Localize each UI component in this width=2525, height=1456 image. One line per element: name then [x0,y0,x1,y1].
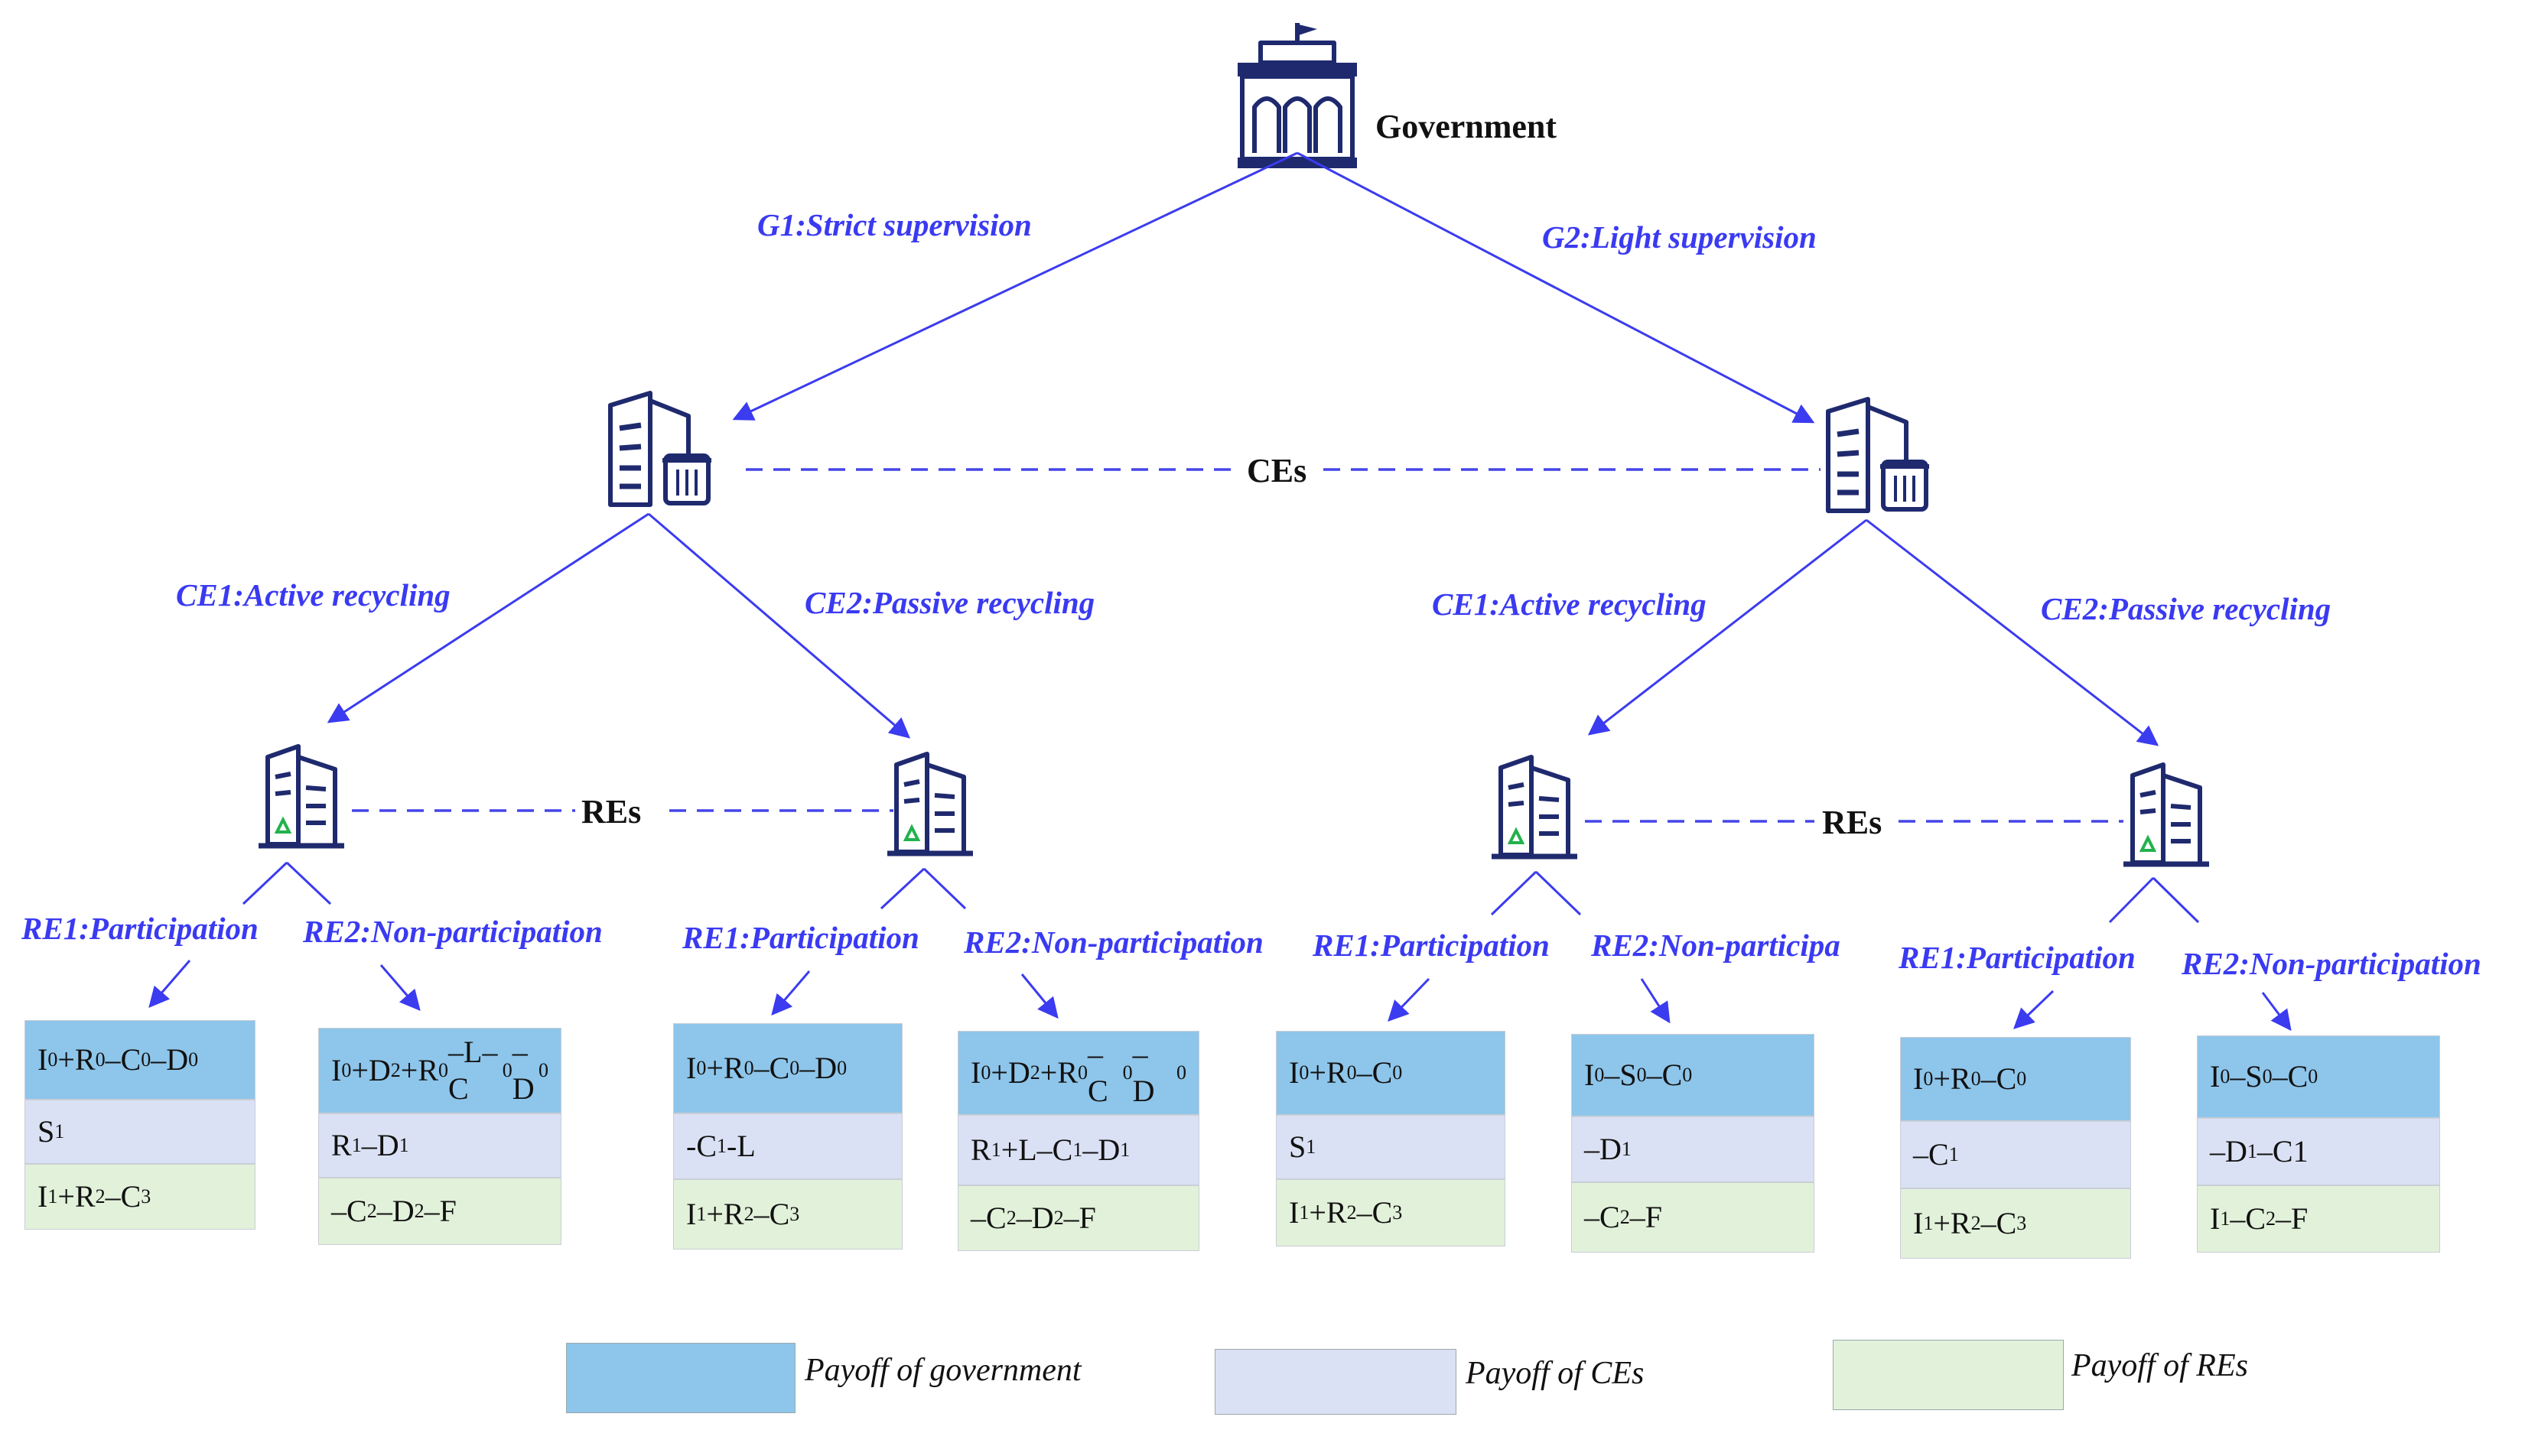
legend-label-ces: Payoff of CEs [1466,1356,1645,1391]
government-building-icon [1238,23,1357,168]
res-label-right: REs [1822,804,1882,841]
re1-label-4: RE1:Participation [1898,940,2136,975]
government-label: Government [1375,108,1557,145]
re1-label-1: RE1:Participation [21,911,259,946]
arrow-payoff-8 [2261,992,2292,1032]
ce-building-trash-icon-left [608,391,711,507]
re-branch-4a [2108,876,2155,924]
arrow-payoff-5 [1388,977,1430,1022]
arrow-payoff-4 [1020,973,1059,1019]
res-label-left: REs [581,793,641,830]
re2-label-1: RE2:Non-participation [302,914,603,949]
strategy-g2: G2:Light supervision [1542,219,1817,255]
arrow-payoff-6 [1640,978,1671,1024]
edge-left-ce2 [648,512,911,739]
legend-swatch-res [1833,1340,2064,1410]
re-branch-3a [1490,870,1537,916]
legend-swatch-ces [1215,1349,1456,1415]
re-branch-4b [2152,876,2200,924]
re-branch-2b [922,867,967,910]
legend-label-res: Payoff of REs [2071,1348,2248,1383]
re-building-recycle-icon [1492,755,1577,860]
edge-left-ce1 [327,512,649,723]
re-building-recycle-icon [887,752,973,856]
legend-label-government: Payoff of government [805,1353,1082,1388]
re-branch-2a [880,867,926,910]
arrow-payoff-1 [148,960,191,1009]
edge-right-ce2 [1866,518,2159,746]
re-branch-3b [1534,870,1582,916]
strategy-right-ce2: CE2:Passive recycling [2041,591,2331,626]
re-branch-1b [285,861,332,905]
re1-label-2: RE1:Participation [682,920,919,955]
ces-label: CEs [1247,452,1306,489]
legend-swatch-government [566,1343,796,1413]
re-building-recycle-icon [2123,762,2209,867]
re-branch-1a [242,861,288,905]
strategy-left-ce1: CE1:Active recycling [176,577,451,613]
strategy-right-ce1: CE1:Active recycling [1432,587,1707,622]
strategy-g1: G1:Strict supervision [757,207,1032,242]
edge-g2 [1297,151,1815,424]
arrow-payoff-3 [771,970,811,1016]
re2-label-3: RE2:Non-participa [1590,928,1840,963]
edge-right-ce1 [1587,518,1867,736]
re1-label-3: RE1:Participation [1312,928,1550,963]
re2-label-2: RE2:Non-participation [963,925,1264,960]
re2-label-4: RE2:Non-participation [2181,946,2481,981]
edge-g1 [732,151,1298,421]
strategy-left-ce2: CE2:Passive recycling [805,585,1095,620]
arrow-payoff-2 [379,964,421,1012]
ce-building-trash-icon-right [1826,397,1929,513]
arrow-payoff-7 [2013,990,2055,1029]
re-building-recycle-icon [259,744,344,849]
